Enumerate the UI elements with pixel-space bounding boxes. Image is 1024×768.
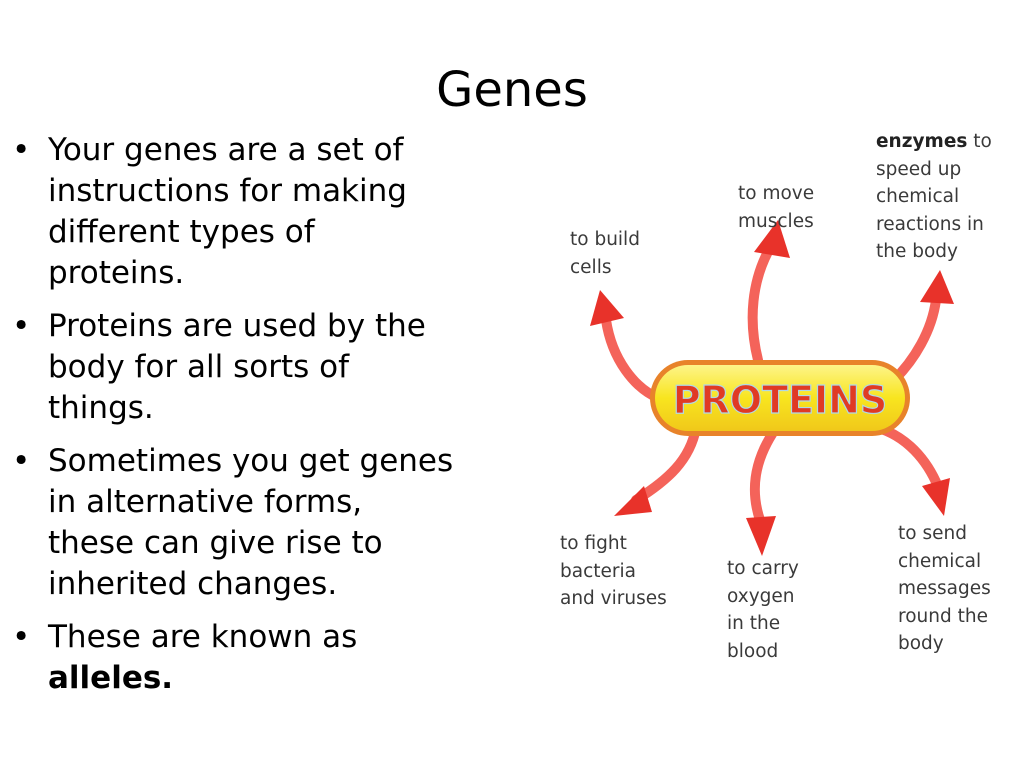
bullet-icon: •: [12, 132, 31, 168]
label-line: muscles: [738, 210, 814, 232]
proteins-capsule: PROTEINS: [650, 360, 910, 436]
label-line: the body: [876, 241, 958, 262]
bullet-line: instructions for making: [48, 173, 407, 209]
arrow-to-enzymes: [887, 270, 954, 387]
label-line: chemical: [876, 186, 960, 207]
arrow-to-move-muscles: [747, 220, 790, 365]
label-to-fight-bacteria: to fight bacteria and viruses: [560, 530, 667, 613]
label-line: to: [967, 131, 992, 152]
label-to-move-muscles: to move muscles: [738, 180, 814, 235]
label-line: to carry: [727, 558, 799, 579]
label-line: to fight: [560, 533, 627, 554]
label-line: and viruses: [560, 588, 667, 609]
bullet-line: body for all sorts of: [48, 349, 349, 385]
label-line: bacteria: [560, 560, 636, 582]
bullet-icon: •: [12, 619, 31, 655]
bullet-line: proteins.: [48, 255, 185, 291]
proteins-diagram-graphic: PROTEINS: [590, 220, 954, 556]
bullet-line: Your genes are a set of: [48, 132, 404, 168]
label-line: chemical: [898, 550, 982, 572]
bullet-line: these can give rise to: [48, 525, 383, 561]
label-to-send-messages: to send chemical messages round the body: [898, 520, 991, 658]
proteins-center-label: PROTEINS: [673, 378, 888, 422]
proteins-diagram: PROTEINS to build cells to move muscles …: [540, 120, 1010, 680]
bullet-line: things.: [48, 390, 154, 426]
bullet-item: • Your genes are a set of instructions f…: [8, 130, 503, 294]
bullet-line: different types of: [48, 214, 315, 250]
label-enzymes: enzymes to speed up chemical reactions i…: [876, 128, 992, 266]
bullet-list: • Your genes are a set of instructions f…: [8, 130, 503, 711]
label-line: to move: [738, 183, 815, 204]
bullet-item: • Sometimes you get genes in alternative…: [8, 441, 503, 605]
label-line: to send: [898, 523, 967, 544]
bullet-icon: •: [12, 443, 31, 479]
label-line: body: [898, 633, 944, 654]
bullet-line: Sometimes you get genes: [48, 443, 454, 479]
label-line: messages: [898, 578, 991, 599]
bullet-icon: •: [12, 308, 31, 344]
alleles-emphasis: alleles.: [48, 660, 174, 696]
arrow-to-send-messages: [865, 421, 950, 516]
bullet-line: in alternative forms,: [48, 484, 363, 520]
label-line: cells: [570, 256, 612, 278]
bullet-line: inherited changes.: [48, 566, 338, 602]
label-to-build-cells: to build cells: [570, 226, 640, 281]
label-line: in the: [727, 613, 781, 634]
arrow-to-fight-bacteria: [614, 423, 701, 516]
label-line: round the: [898, 605, 988, 627]
label-to-carry-oxygen: to carry oxygen in the blood: [727, 555, 799, 665]
bullet-line: Proteins are used by the: [48, 308, 426, 344]
arrow-to-carry-oxygen: [746, 423, 781, 556]
label-line: reactions in: [876, 213, 984, 235]
enzymes-bold-label: enzymes: [876, 131, 968, 152]
bullet-item: • Proteins are used by the body for all …: [8, 306, 503, 429]
label-line: oxygen: [727, 585, 795, 607]
slide-title: Genes: [436, 62, 588, 118]
label-line: speed up: [876, 158, 962, 180]
label-line: to build: [570, 229, 640, 250]
label-line: blood: [727, 640, 779, 662]
bullet-item: • These are known as alleles.: [8, 617, 503, 699]
arrow-to-build-cells: [590, 290, 663, 403]
bullet-line: These are known as: [48, 619, 358, 655]
